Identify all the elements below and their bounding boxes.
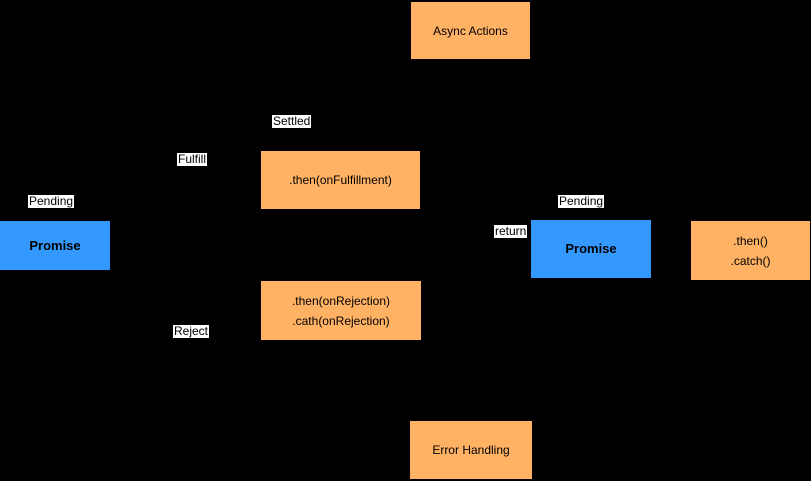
node-promise-right-label: Promise xyxy=(565,241,617,256)
edge-label-reject: Reject xyxy=(173,324,210,338)
node-then-catch-line1: .then() xyxy=(733,233,768,248)
edge-label-pending-right: Pending xyxy=(558,194,605,208)
node-then-catch-line2: .catch() xyxy=(730,253,771,268)
node-then-onfulfillment: .then(onFulfillment) xyxy=(261,151,420,209)
edge-label-return: return xyxy=(494,224,528,238)
node-promise-left-label: Promise xyxy=(29,237,81,253)
node-error-handling: Error Handling xyxy=(410,421,532,479)
edge-label-pending-left: Pending xyxy=(28,194,75,208)
edge-label-fulfill: Fulfill xyxy=(177,152,208,166)
node-async-actions-label: Async Actions xyxy=(433,23,508,38)
node-then-onrejection-line2: .cath(onRejection) xyxy=(292,313,390,328)
node-error-handling-label: Error Handling xyxy=(432,443,510,457)
node-promise-right: Promise xyxy=(531,220,651,278)
node-then-onfulfillment-label: .then(onFulfillment) xyxy=(289,173,392,187)
node-then-onrejection-line1: .then(onRejection) xyxy=(291,293,391,308)
node-then-catch: .then() .catch() xyxy=(691,221,810,280)
edge-label-settled: Settled xyxy=(272,114,312,128)
node-promise-left: Promise xyxy=(0,221,110,270)
node-async-actions: Async Actions xyxy=(411,2,530,59)
node-then-onrejection: .then(onRejection) .cath(onRejection) xyxy=(261,281,421,340)
